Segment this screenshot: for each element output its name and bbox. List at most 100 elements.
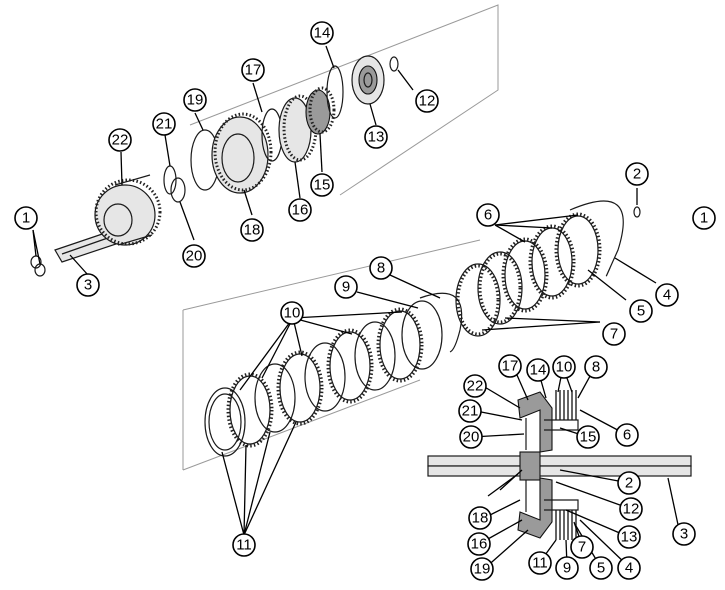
svg-text:20: 20 [186, 248, 203, 265]
svg-text:2: 2 [625, 475, 633, 492]
svg-text:15: 15 [580, 429, 597, 446]
svg-text:10: 10 [284, 305, 301, 322]
callout-4: 4 [655, 283, 679, 307]
svg-text:12: 12 [419, 93, 436, 110]
svg-text:18: 18 [244, 222, 261, 239]
callout-5-section: 5 [589, 556, 613, 580]
callout-1-left: 1 [14, 206, 38, 230]
callout-13-section: 13 [617, 525, 641, 549]
svg-text:1: 1 [700, 210, 708, 227]
svg-text:9: 9 [342, 279, 350, 296]
o-ring-12 [389, 56, 399, 72]
callout-11: 11 [232, 533, 256, 557]
svg-text:21: 21 [156, 116, 173, 133]
svg-text:10: 10 [556, 359, 573, 376]
leader-lines [32, 45, 681, 570]
o-ring-2 [633, 206, 641, 218]
svg-text:6: 6 [623, 427, 631, 444]
callout-19-section: 19 [470, 557, 494, 581]
o-rings-1 [30, 255, 46, 277]
callout-9: 9 [334, 275, 358, 299]
callout-15: 15 [310, 173, 334, 197]
callout-2-section: 2 [617, 471, 641, 495]
svg-text:17: 17 [502, 358, 519, 375]
svg-text:2: 2 [633, 166, 641, 183]
bearing-13 [351, 55, 385, 105]
callout-1-right: 1 [692, 206, 716, 230]
piston-18 [211, 112, 273, 194]
svg-text:13: 13 [621, 529, 638, 546]
svg-text:5: 5 [597, 560, 605, 577]
snap-ring-14 [326, 65, 344, 119]
callout-20: 20 [182, 244, 206, 268]
svg-text:22: 22 [467, 378, 484, 395]
callout-3: 3 [76, 273, 100, 297]
plate-9 [401, 300, 443, 370]
svg-text:11: 11 [236, 537, 252, 554]
svg-text:16: 16 [292, 202, 309, 219]
callout-3-section: 3 [672, 522, 696, 546]
svg-text:9: 9 [563, 560, 571, 577]
svg-text:7: 7 [610, 326, 618, 343]
svg-text:4: 4 [663, 287, 671, 304]
svg-text:14: 14 [530, 362, 547, 379]
callout-6: 6 [476, 203, 500, 227]
callout-7: 7 [602, 322, 626, 346]
svg-text:15: 15 [314, 177, 331, 194]
callout-2: 2 [625, 162, 649, 186]
callout-18-section: 18 [468, 506, 492, 530]
plates-6 [501, 212, 602, 313]
callout-7-section: 7 [570, 535, 594, 559]
callout-17: 17 [241, 58, 265, 82]
callout-22-section: 22 [463, 374, 487, 398]
svg-text:4: 4 [625, 560, 633, 577]
svg-text:12: 12 [623, 501, 640, 518]
svg-text:18: 18 [472, 510, 489, 527]
cross-section-view [427, 390, 692, 540]
svg-text:3: 3 [680, 526, 688, 543]
callout-5: 5 [629, 299, 653, 323]
clutch-plates [204, 307, 424, 457]
callout-16: 16 [288, 198, 312, 222]
callout-19: 19 [183, 88, 207, 112]
svg-text:8: 8 [592, 359, 600, 376]
svg-text:14: 14 [314, 25, 331, 42]
callout-21: 21 [152, 112, 176, 136]
callout-8-section: 8 [584, 355, 608, 379]
callout-10: 10 [280, 301, 304, 325]
callout-4-section: 4 [617, 556, 641, 580]
svg-text:1: 1 [22, 210, 30, 227]
svg-text:16: 16 [471, 536, 488, 553]
snap-ring-8 [419, 292, 463, 353]
callout-22: 22 [108, 128, 132, 152]
callout-21-section: 21 [458, 399, 482, 423]
drum-22 [94, 174, 162, 246]
callout-11-section: 11 [528, 551, 552, 575]
ring-20 [170, 177, 186, 203]
svg-text:6: 6 [484, 207, 492, 224]
callout-15-section: 15 [576, 425, 600, 449]
callout-17-section: 17 [498, 354, 522, 378]
svg-text:11: 11 [532, 555, 548, 572]
callout-12-section: 12 [619, 497, 643, 521]
svg-text:21: 21 [462, 403, 479, 420]
svg-text:22: 22 [112, 132, 129, 149]
svg-text:17: 17 [245, 62, 262, 79]
svg-text:19: 19 [474, 561, 491, 578]
svg-text:3: 3 [84, 277, 92, 294]
callout-6-section: 6 [615, 423, 639, 447]
callout-14: 14 [310, 21, 334, 45]
svg-text:20: 20 [463, 429, 480, 446]
callout-16-section: 16 [467, 532, 491, 556]
snap-ring-4 [569, 200, 624, 277]
svg-text:7: 7 [578, 539, 586, 556]
svg-text:8: 8 [377, 260, 385, 277]
plates-7 [455, 251, 523, 337]
callout-8: 8 [369, 256, 393, 280]
upper-assembly-frame [189, 4, 499, 196]
svg-text:13: 13 [368, 129, 385, 146]
callout-13: 13 [364, 125, 388, 149]
callout-9-section: 9 [555, 556, 579, 580]
